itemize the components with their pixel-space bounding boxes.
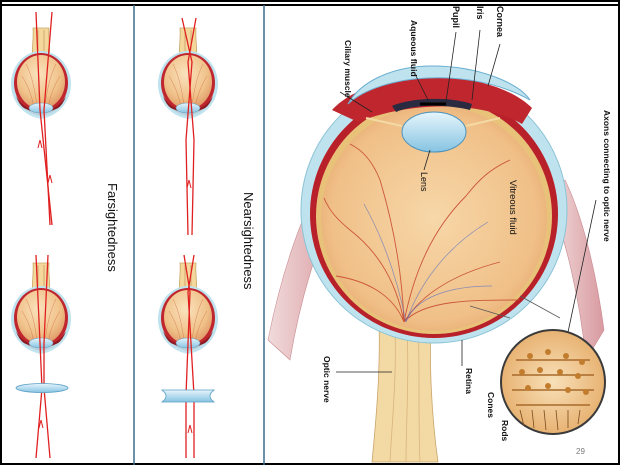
convex-lens — [16, 384, 68, 393]
label-cones: Cones — [486, 392, 496, 418]
label-lens: Lens — [419, 172, 429, 192]
label-aqueous-fluid: Aqueous fluid — [409, 20, 419, 77]
page-number: 29 — [576, 447, 585, 456]
label-rods: Rods — [500, 420, 510, 442]
retina-magnified-inset — [501, 330, 605, 434]
label-pupil: Pupil — [451, 6, 461, 28]
label-iris: Iris — [475, 6, 485, 20]
label-optic-nerve: Optic nerve — [322, 356, 332, 403]
concave-lens — [162, 390, 214, 402]
label-retina: Retina — [464, 368, 474, 394]
nearsightedness-label: Nearsightedness — [241, 192, 256, 290]
label-vitreous-fluid: Vitreous fluid — [507, 180, 518, 235]
farsightedness-label: Farsightedness — [105, 183, 120, 272]
lens — [402, 112, 466, 152]
label-axons: Axons connecting to optic nerve — [602, 110, 612, 242]
label-cornea: Cornea — [495, 6, 505, 38]
label-ciliary-muscle: Ciliary muscle — [343, 40, 353, 98]
